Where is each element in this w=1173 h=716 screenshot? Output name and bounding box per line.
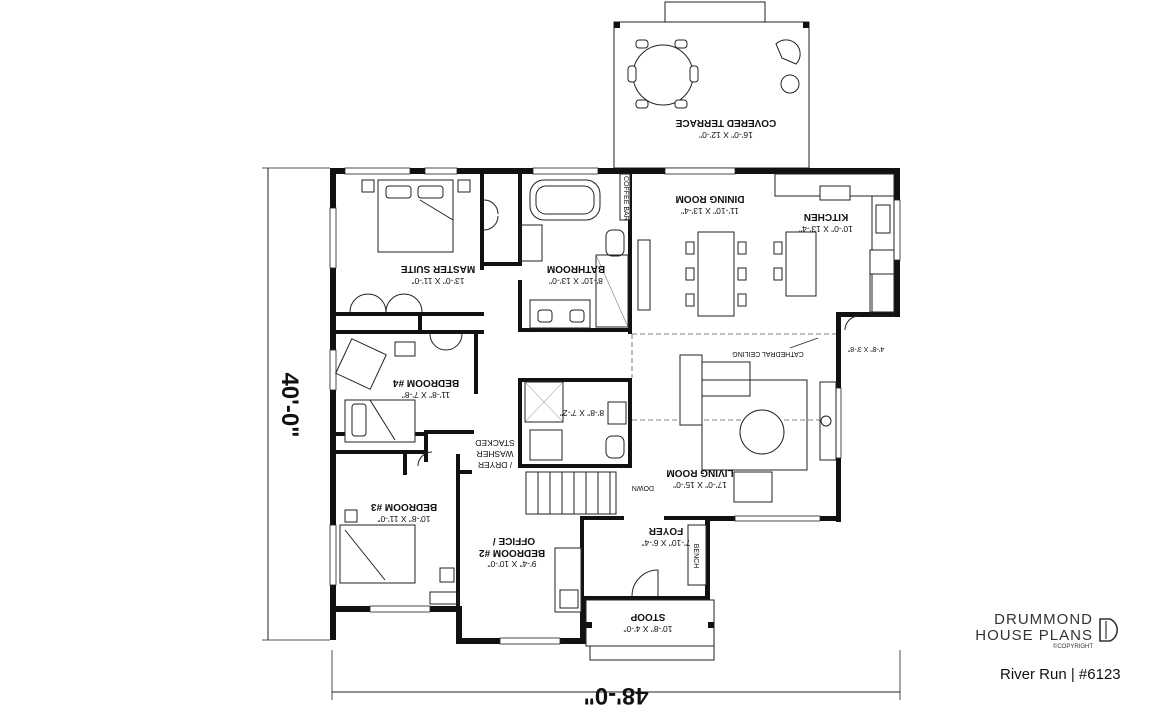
brand-line-2: HOUSE PLANS (975, 627, 1093, 644)
pantry-size: 4'-8" X 3'-8" (847, 345, 884, 352)
master-closet (349, 199, 499, 313)
laundry-label-2: WASHER (477, 449, 514, 459)
ceiling-lines (631, 333, 836, 421)
laundry-label-1: STACKED (475, 438, 515, 448)
room-name-office: OFFICE / (493, 535, 535, 546)
pantry: 4'-8" X 3'-8" (844, 315, 884, 352)
laundry-label-3: / DRYER (478, 460, 512, 470)
room-name-stoop: STOOP (630, 611, 665, 622)
wc-size: 8'-8" X 7'-2" (560, 408, 604, 418)
room-name-master-suite: MASTER SUITE (400, 263, 475, 274)
depth-dimension: 40'-0" (276, 372, 303, 437)
room-name-bedroom-3: BEDROOM #3 (371, 501, 438, 512)
brand-logo-icon (1099, 618, 1118, 642)
room-name-bedroom-2: BEDROOM #2 (479, 547, 546, 558)
windows (329, 167, 901, 645)
room-size-covered-terrace: 16'-0" X 12'-0" (699, 130, 753, 140)
bathroom-fixtures (519, 179, 629, 329)
stairs: DOWN (525, 471, 654, 515)
stoop (585, 599, 715, 661)
kitchen-fixtures (773, 173, 895, 317)
room-size-kitchen: 10'-0" X 13'-4" (799, 224, 853, 234)
laundry (417, 381, 627, 467)
room-name-living-room: LIVING ROOM (666, 467, 733, 478)
room-size-bedroom-3: 10'-8" X 11'-0" (377, 514, 430, 524)
room-name-foyer: FOYER (648, 525, 683, 536)
dining-table (637, 231, 747, 317)
room-size-dining: 11'-10" X 13'-4" (681, 206, 739, 216)
room-size-office: 9'-4" X 10'-0" (488, 559, 537, 569)
room-size-bathroom: 8'-10" X 13'-0" (549, 276, 603, 286)
bench-label: BENCH (692, 544, 699, 569)
room-size-stoop: 10'-8" X 4'-0" (624, 624, 673, 634)
master-bed (361, 179, 471, 253)
bedroom3-furniture (339, 509, 459, 605)
brand-block: DRUMMOND HOUSE PLANS ©COPYRIGHT (968, 612, 1138, 650)
covered-terrace (613, 1, 810, 169)
brand-copyright: ©COPYRIGHT (1052, 644, 1093, 650)
living-room-furniture (679, 354, 837, 503)
room-size-bedroom-4: 11'-8" X 7'-8" (402, 390, 450, 400)
brand-line-1: DRUMMOND (994, 611, 1093, 628)
coffee-bar: COFFEE BAR (619, 173, 631, 221)
room-size-living-room: 17'-0" X 15'-0" (673, 480, 727, 490)
dimension-lines (262, 167, 901, 700)
room-name-covered-terrace: COVERED TERRACE (675, 117, 776, 128)
office-furniture (554, 547, 582, 613)
bedroom4-furniture (335, 333, 463, 443)
cathedral-ceiling-label: CATHEDRAL CEILING (732, 350, 804, 357)
room-size-foyer: 7'-10" X 6'-4" (642, 538, 691, 548)
width-dimension: 48'-0" (583, 682, 648, 709)
room-name-bathroom: BATHROOM (547, 263, 605, 274)
plan-id-label: River Run | #6123 (1000, 666, 1121, 683)
room-name-kitchen: KITCHEN (804, 211, 848, 222)
room-name-bedroom-4: BEDROOM #4 (393, 377, 460, 388)
coffee-bar-label: COFFEE BAR (622, 176, 629, 221)
room-name-dining: DINING ROOM (676, 193, 745, 204)
room-size-master-suite: 13'-0" X 11'-0" (411, 276, 464, 286)
foyer-fixtures: BENCH (631, 524, 707, 597)
stair-down-label: DOWN (632, 484, 654, 491)
cathedral-leader (789, 337, 819, 349)
